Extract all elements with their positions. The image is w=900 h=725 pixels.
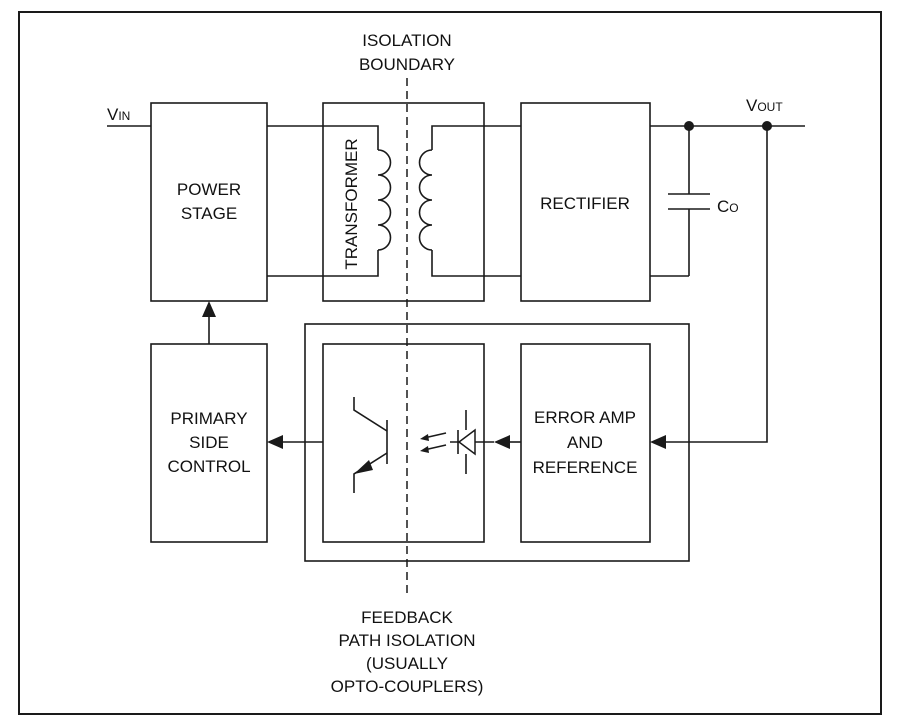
vout-label: VOUT [746,96,783,115]
arrow-into-error-amp [650,435,666,449]
secondary-winding-icon [418,149,433,251]
power-stage-block: POWER STAGE [150,102,268,302]
transformer-label: TRANSFORMER [342,138,361,269]
opto-coupler-block [322,343,485,543]
feedback-caption-line3: (USUALLY [366,654,448,673]
rectifier-label: RECTIFIER [540,194,630,213]
feedback-caption-line2: PATH ISOLATION [339,631,476,650]
primary-winding-icon [377,149,392,251]
primary-side-control-block: PRIMARY SIDE CONTROL [150,343,268,543]
power-stage-label-line1: POWER [177,180,241,199]
feedback-caption-line1: FEEDBACK [361,608,453,627]
power-stage-label-line2: STAGE [181,204,237,223]
transformer-block: TRANSFORMER [322,102,485,302]
isolation-boundary-label-line2: BOUNDARY [359,55,455,74]
light-emission-icon [420,432,447,453]
error-amp-label-line1: ERROR AMP [534,408,636,427]
arrow-into-led [494,435,510,449]
feedback-caption-line4: OPTO-COUPLERS) [331,677,484,696]
capacitor-label: CO [717,197,739,216]
primary-side-control-label-line2: SIDE [189,433,229,452]
error-amp-label-line2: AND [567,433,603,452]
wires [107,125,805,443]
diagram-frame [18,11,882,715]
arrow-into-power-stage [202,301,216,317]
arrow-into-primary-side-control [267,435,283,449]
rectifier-block: RECTIFIER [520,102,651,302]
primary-side-control-label-line3: CONTROL [167,457,250,476]
junction-dot-capacitor [684,121,694,131]
vin-label: VIN [107,105,130,124]
error-amp-label-line3: REFERENCE [533,458,638,477]
isolation-boundary-label-line1: ISOLATION [362,31,451,50]
junction-dot-vout [762,121,772,131]
phototransistor-icon [353,397,388,493]
output-capacitor [668,193,710,210]
error-amp-reference-block: ERROR AMP AND REFERENCE [520,343,651,543]
primary-side-control-label-line1: PRIMARY [170,409,247,428]
led-icon [450,410,494,474]
